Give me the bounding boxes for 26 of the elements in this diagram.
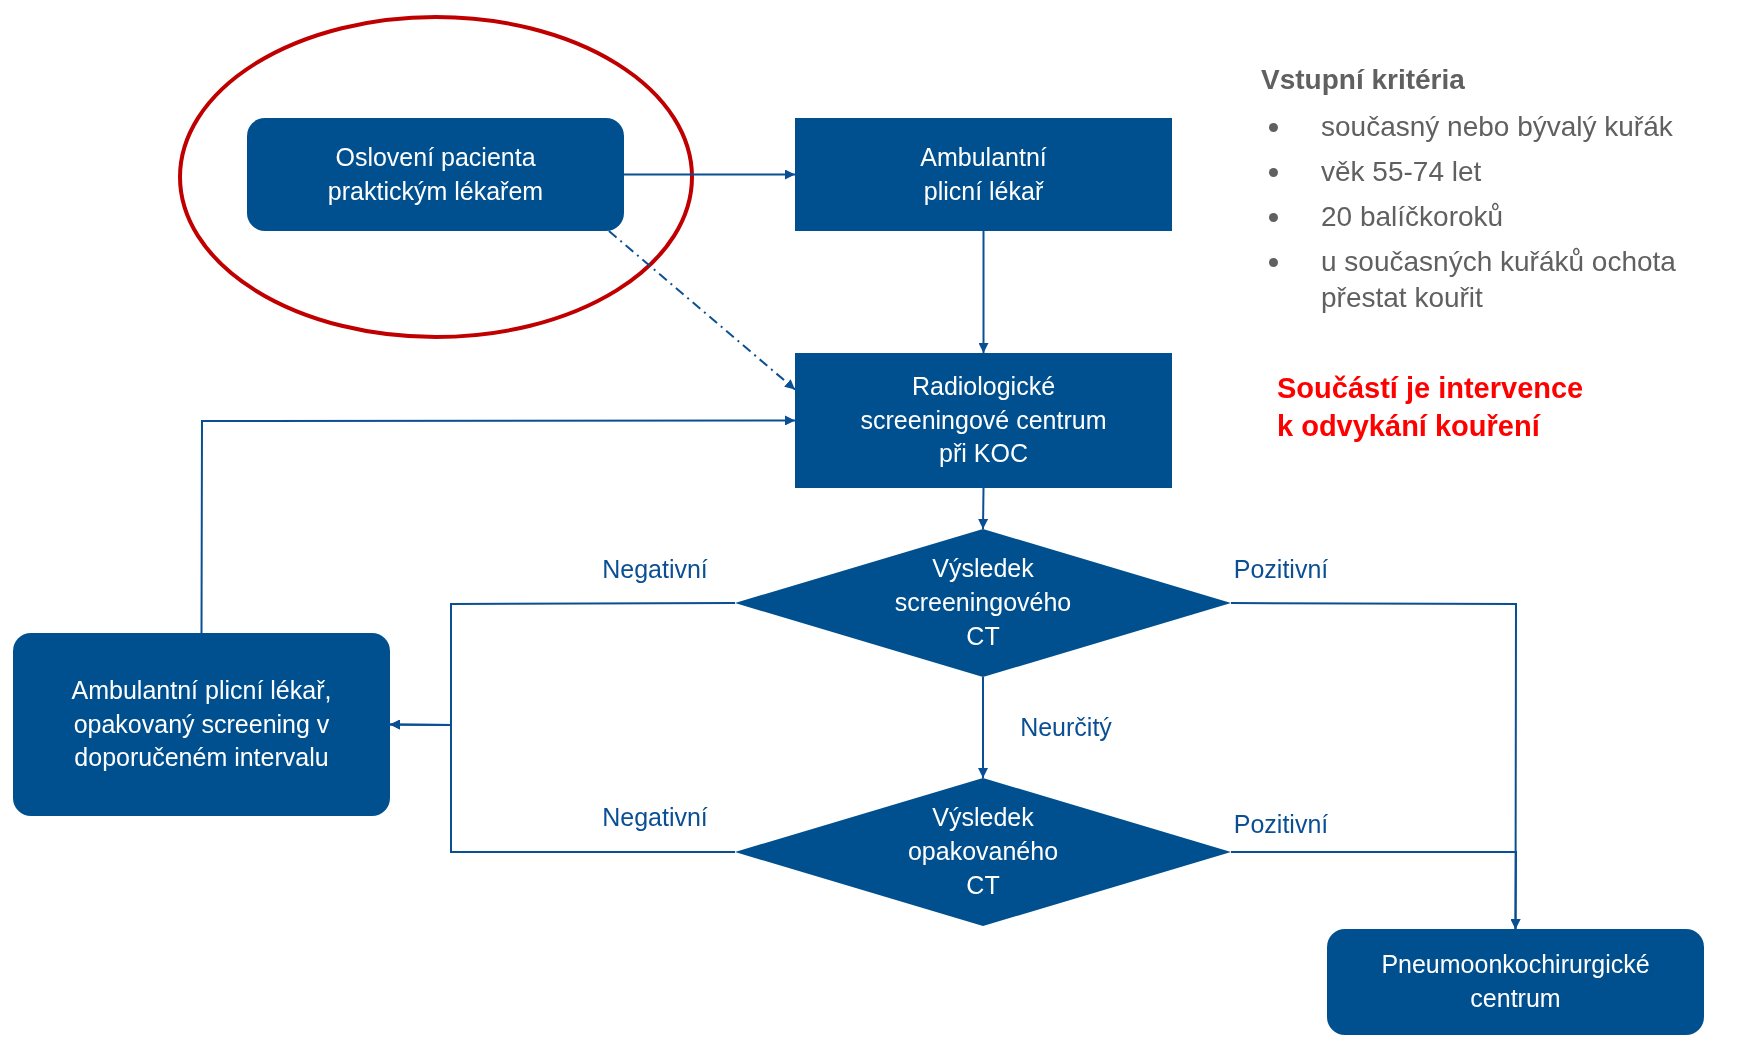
node-text: Ambulantní plicní lékař, opakovaný screening v doporučeném intervalu [70, 674, 333, 774]
node-text: Radiologické screeningové centrum při KOC [859, 370, 1108, 470]
process-box [1327, 929, 1704, 1035]
criteria-item: věk 55-74 let [1321, 155, 1483, 189]
process-box [795, 118, 1172, 231]
process-box [247, 118, 624, 231]
arrow [200, 415, 796, 634]
process-box [13, 633, 390, 816]
criteria-item: současný nebo bývalý kuřák [1321, 110, 1674, 144]
node-text: Výsledek opakovaného CT [906, 802, 1060, 901]
arrow [978, 230, 989, 354]
criteria-item: 20 balíčkoroků [1321, 200, 1505, 234]
node-text: Oslovení pacienta praktickým lékařem [326, 141, 545, 207]
arrow [607, 230, 796, 391]
criteria-heading: Vstupní kritéria [1261, 63, 1465, 97]
arrow [389, 719, 736, 853]
arrow [623, 169, 796, 180]
note-text: Součástí je intervence k odvykání kouření [1277, 371, 1585, 444]
node-text: Výsledek screeningového CT [893, 553, 1073, 652]
node-text: Ambulantní plicní lékař [919, 141, 1048, 207]
criteria-item: u současných kuřáků ochota přestat kouřit [1321, 245, 1677, 316]
process-box [795, 353, 1172, 488]
node-text: Pneumoonkochirurgické centrum [1380, 949, 1651, 1014]
arrow [1230, 851, 1521, 930]
arrow [978, 487, 989, 530]
arrow [978, 676, 988, 779]
